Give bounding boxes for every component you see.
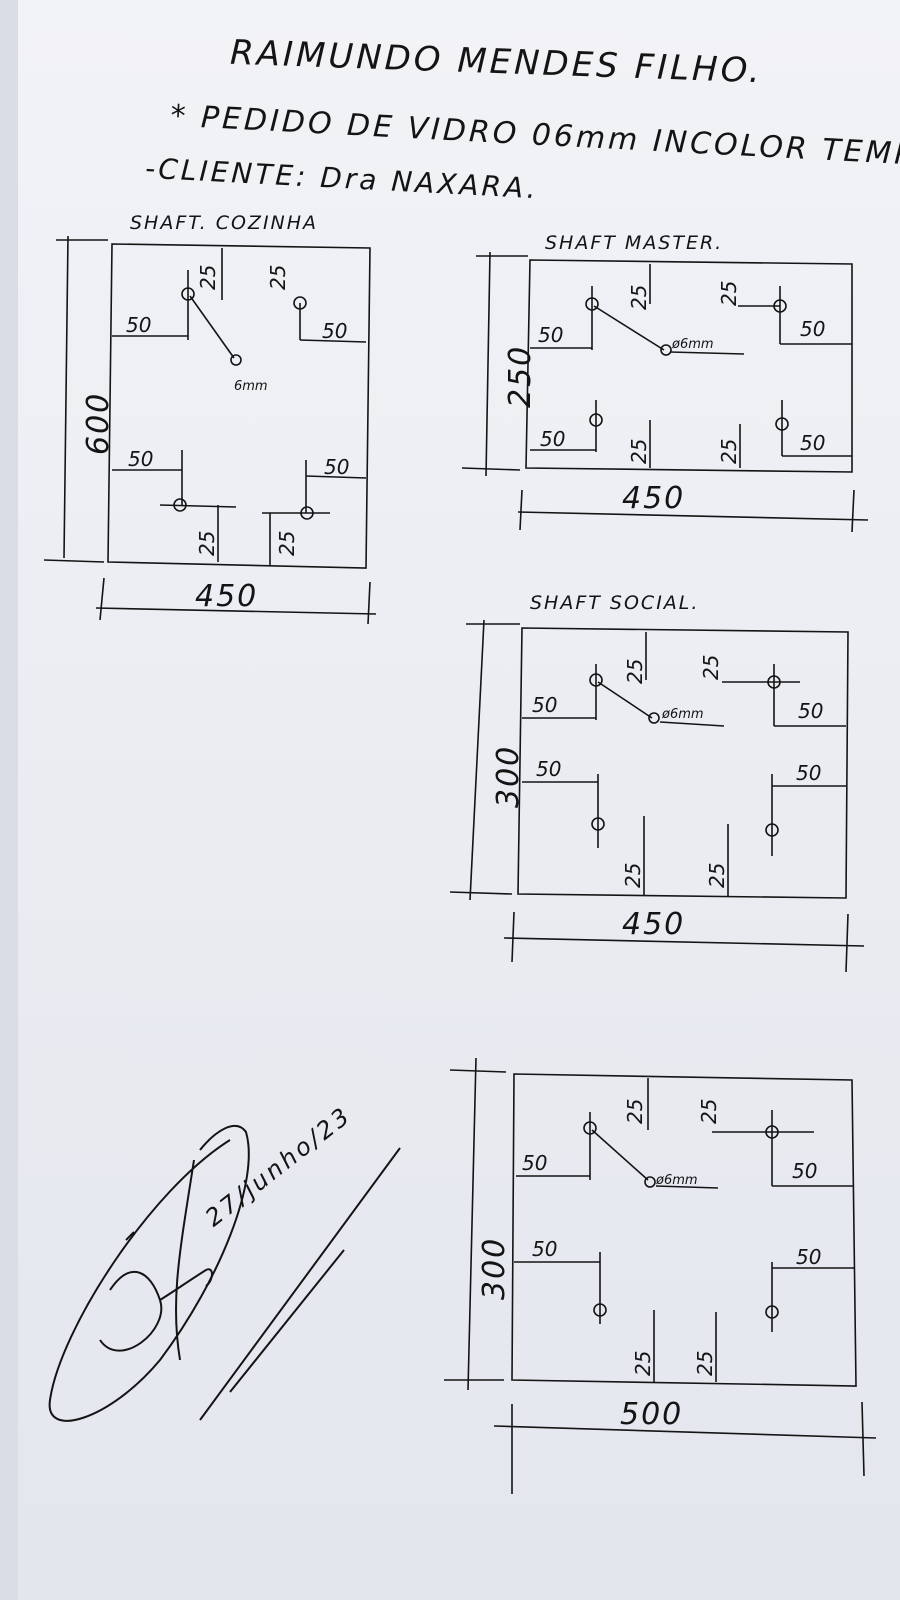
panel-title-social: SHAFT SOCIAL. — [530, 592, 700, 614]
panel-cozinha: 600 450 50 50 25 25 50 50 25 25 6mm — [43, 235, 377, 625]
offset-label: 25 — [717, 439, 741, 464]
offset-label: 50 — [796, 761, 821, 785]
width-dimension-line — [95, 607, 377, 615]
offset-label: 25 — [266, 265, 290, 290]
height-dimension-line — [467, 1057, 477, 1391]
width-dimension-line — [503, 937, 865, 947]
height-label: 600 — [81, 392, 116, 455]
paper-sheet — [18, 0, 900, 1600]
panel-untitled: 300 500 50 50 25 25 50 50 25 25 ø6mm — [444, 1057, 877, 1494]
offset-label: 25 — [717, 281, 741, 306]
height-label: 300 — [477, 1237, 512, 1300]
offset-label: 50 — [800, 317, 825, 341]
offset-label: 50 — [792, 1159, 817, 1183]
width-label: 450 — [195, 579, 258, 614]
offset-label: 25 — [627, 285, 651, 310]
height-dimension-line — [485, 251, 491, 477]
leader-line — [593, 305, 665, 351]
offset-label: 25 — [623, 1099, 647, 1124]
offset-label: 25 — [705, 863, 729, 888]
offset-label: 25 — [627, 439, 651, 464]
glass-outline — [525, 259, 853, 473]
hole-diameter-label: 6mm — [234, 379, 268, 394]
offset-label: 25 — [196, 265, 220, 290]
offset-label: 50 — [540, 427, 565, 451]
glass-outline — [517, 627, 849, 899]
panel-social: 300 450 50 50 25 25 50 50 25 25 ø6mm — [449, 619, 865, 973]
hole-diameter-label: ø6mm — [661, 707, 704, 722]
offset-label: 50 — [532, 693, 557, 717]
leader-line — [189, 295, 235, 359]
height-label: 300 — [491, 745, 526, 808]
offset-label: 25 — [195, 531, 219, 556]
hole-diameter-label: ø6mm — [671, 337, 714, 352]
panel-master: 250 450 50 50 25 25 50 50 25 25 ø6mm — [461, 251, 869, 533]
offset-label: 25 — [623, 659, 647, 684]
offset-label: 25 — [699, 655, 723, 680]
offset-label: 25 — [693, 1351, 717, 1376]
width-label: 500 — [620, 1397, 683, 1432]
offset-label: 50 — [798, 699, 823, 723]
offset-label: 25 — [275, 531, 299, 556]
offset-label: 50 — [126, 313, 151, 337]
height-dimension-line — [469, 619, 485, 901]
offset-label: 50 — [532, 1237, 557, 1261]
width-label: 450 — [622, 907, 685, 942]
offset-label: 25 — [631, 1351, 655, 1376]
offset-label: 50 — [322, 319, 347, 343]
offset-label: 50 — [522, 1151, 547, 1175]
panel-title-master: SHAFT MASTER. — [545, 232, 724, 254]
offset-label: 50 — [536, 757, 561, 781]
offset-label: 50 — [538, 323, 563, 347]
offset-label: 25 — [621, 863, 645, 888]
width-dimension-line — [517, 511, 869, 521]
offset-label: 25 — [697, 1099, 721, 1124]
leader-line — [591, 1129, 649, 1181]
height-label: 250 — [503, 345, 538, 408]
offset-label: 50 — [324, 455, 349, 479]
offset-label: 50 — [800, 431, 825, 455]
glass-outline — [107, 243, 371, 569]
width-dimension-line — [493, 1425, 877, 1439]
offset-label: 50 — [796, 1245, 821, 1269]
offset-label: 50 — [128, 447, 153, 471]
width-label: 450 — [622, 481, 685, 516]
handwritten-signature — [48, 1125, 401, 1422]
glass-outline — [511, 1073, 857, 1387]
hole-diameter-label: ø6mm — [655, 1173, 698, 1188]
leader-line — [597, 681, 653, 719]
height-dimension-line — [63, 235, 69, 559]
panel-title-cozinha: SHAFT. COZINHA — [130, 212, 319, 234]
